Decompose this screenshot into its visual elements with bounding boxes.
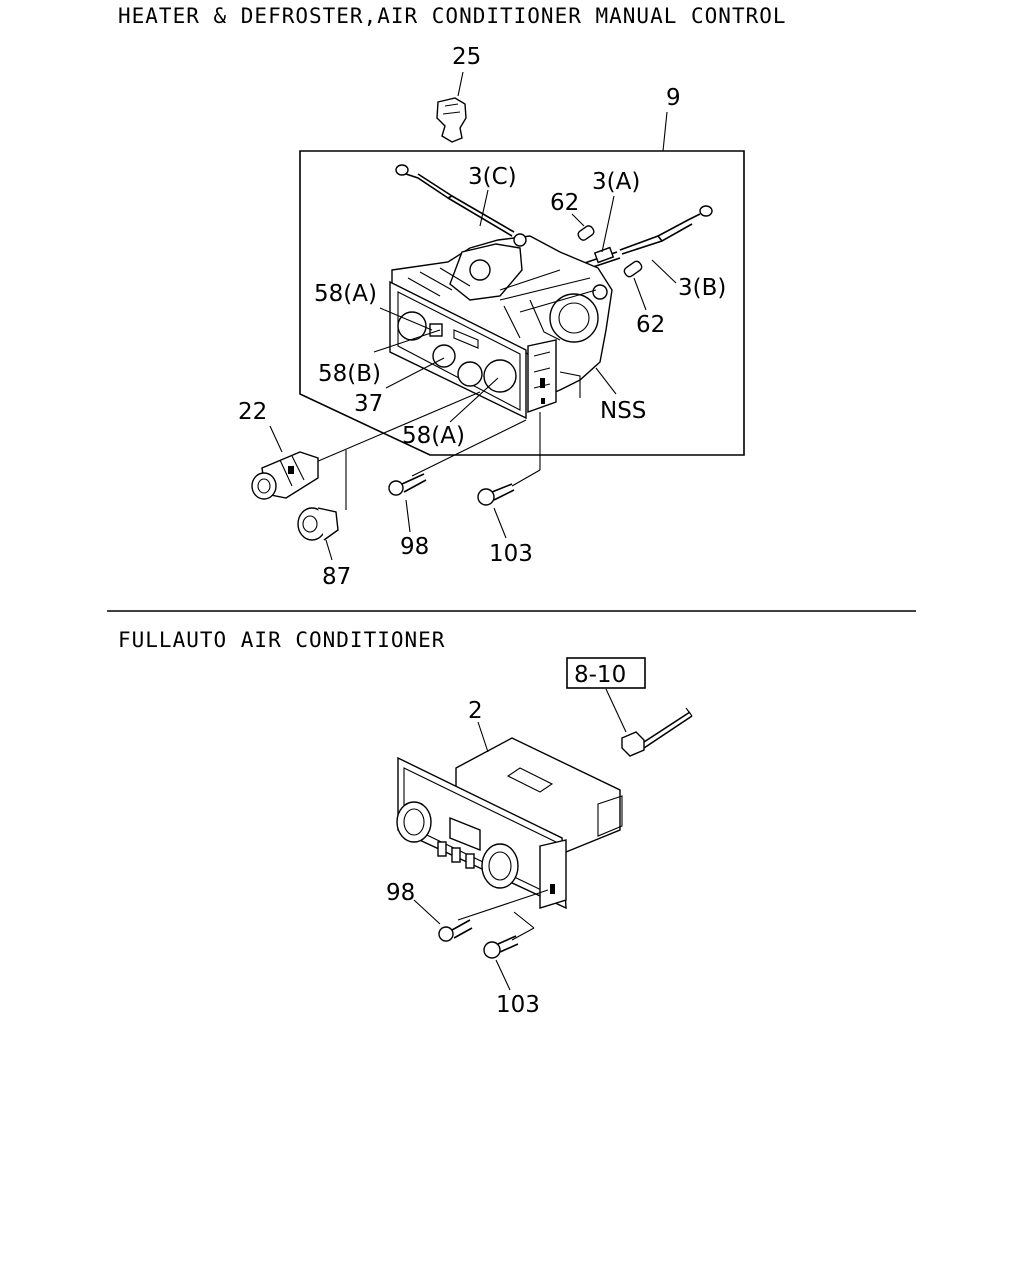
label-25: 25 xyxy=(452,44,481,70)
assembly-frame xyxy=(299,150,745,456)
screw-103-upper xyxy=(477,483,515,506)
screw-98-upper xyxy=(388,473,427,496)
label-3c: 3(C) xyxy=(468,164,517,190)
fullauto-control-unit xyxy=(396,737,623,910)
label-98-lower: 98 xyxy=(386,880,415,906)
control-cables xyxy=(395,164,713,275)
label-103-upper: 103 xyxy=(489,541,533,567)
label-62-lower: 62 xyxy=(636,312,665,338)
label-3b: 3(B) xyxy=(678,275,726,301)
pin-62-lower xyxy=(623,260,647,311)
clip-25 xyxy=(436,71,467,143)
leader-lines xyxy=(269,189,677,561)
label-9: 9 xyxy=(666,85,681,111)
label-62-upper: 62 xyxy=(550,190,579,216)
knob-87 xyxy=(297,507,339,541)
label-58b: 58(B) xyxy=(318,361,381,387)
label-103-lower: 103 xyxy=(496,992,540,1018)
label-58a-lower: 58(A) xyxy=(402,423,465,449)
label-58a-upper: 58(A) xyxy=(314,281,377,307)
section-title-fullauto: FULLAUTO AIR CONDITIONER xyxy=(118,628,446,652)
connector xyxy=(621,707,693,757)
label-37: 37 xyxy=(354,391,383,417)
label-98-upper: 98 xyxy=(400,534,429,560)
label-22: 22 xyxy=(238,399,267,425)
label-2: 2 xyxy=(468,698,483,724)
ref-box-8-10 xyxy=(566,657,646,689)
leader-lines-section2 xyxy=(413,721,549,991)
screw-98-lower xyxy=(438,919,473,942)
label-8-10: 8-10 xyxy=(574,662,626,688)
label-3a: 3(A) xyxy=(592,169,640,195)
switch-22 xyxy=(251,451,319,500)
label-nss: NSS xyxy=(600,398,646,424)
pin-62-upper xyxy=(571,213,595,241)
label-87: 87 xyxy=(322,564,351,590)
screw-103-lower xyxy=(483,935,519,959)
section-title-manual-control: HEATER & DEFROSTER,AIR CONDITIONER MANUA… xyxy=(118,4,787,28)
